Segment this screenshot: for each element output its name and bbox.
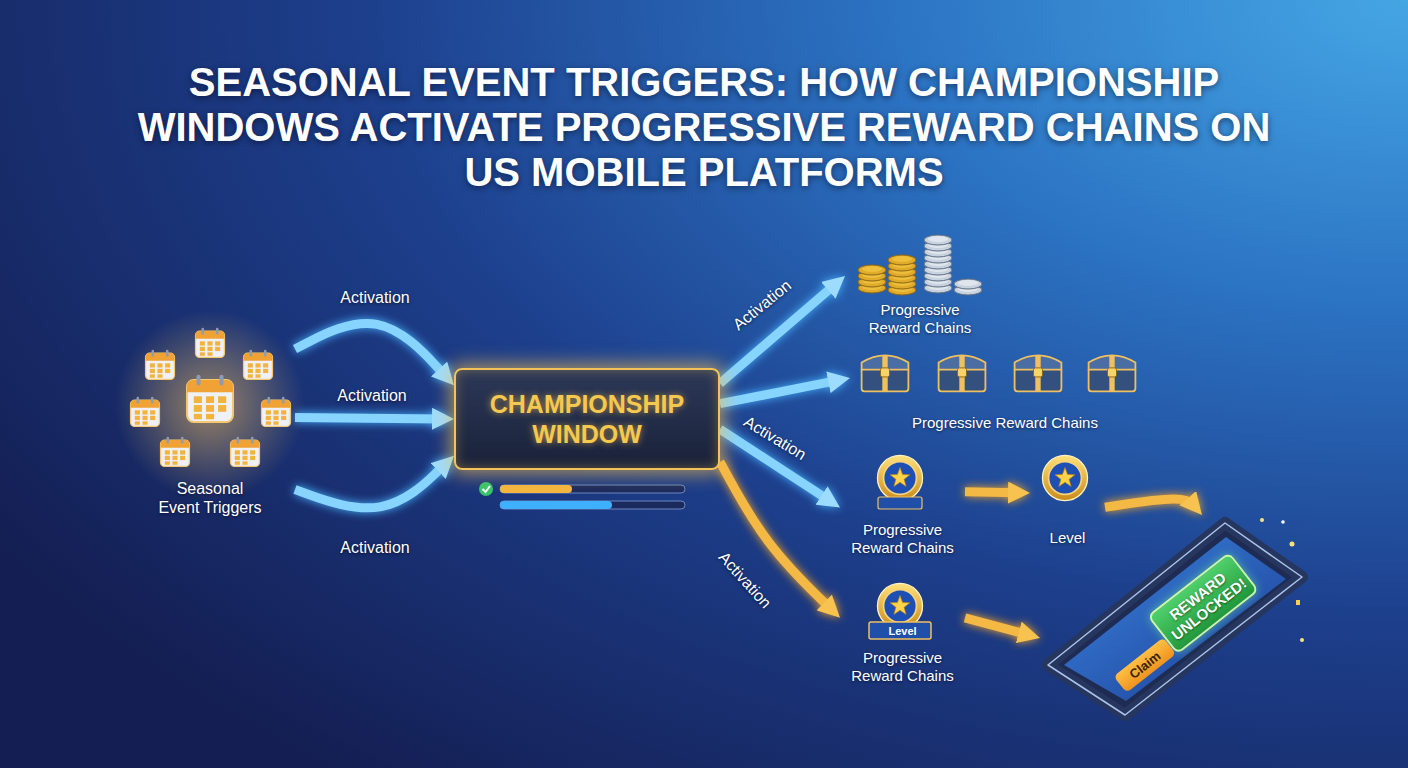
level-medals xyxy=(878,497,922,509)
flow-arrow xyxy=(295,463,446,508)
node-label: Progressive Reward Chains xyxy=(845,521,960,560)
progress-bars xyxy=(500,485,685,493)
trigger-cluster: Seasonal Event Triggers xyxy=(125,330,295,520)
flow-arrow xyxy=(295,417,443,418)
node-label: Level xyxy=(1050,529,1086,550)
calendar-cluster xyxy=(115,310,305,500)
text-wrap: Level xyxy=(1050,529,1086,550)
edge-label-wrap: Activation xyxy=(340,288,409,307)
flow-arrow xyxy=(1105,499,1195,507)
edge-label: Activation xyxy=(337,386,406,405)
level-medals xyxy=(1042,455,1087,500)
calendar-cluster xyxy=(196,328,225,358)
confetti xyxy=(1281,520,1285,524)
node-label: CHAMPIONSHIP WINDOW xyxy=(456,389,718,449)
text-wrap: Level xyxy=(888,624,916,638)
level-medals xyxy=(877,455,922,500)
phone-screen xyxy=(1064,537,1286,701)
flow-arrow xyxy=(965,618,1029,635)
node-label: Progressive Reward Chains xyxy=(912,414,1098,435)
text-wrap: Seasonal Event Triggers xyxy=(156,479,264,520)
calendar-cluster xyxy=(146,350,175,380)
coin-stacks xyxy=(858,235,982,295)
coin-stacks xyxy=(858,265,886,275)
flow-arrow xyxy=(295,323,447,377)
edge-label: Activation xyxy=(740,412,809,464)
connectors xyxy=(295,283,1195,635)
reward-node: Progressive Reward Chains xyxy=(840,455,965,560)
level-medals xyxy=(869,622,931,639)
reward-node: Progressive Reward Chains xyxy=(850,340,1160,435)
confetti xyxy=(1300,638,1304,642)
treasure-chests xyxy=(862,355,909,391)
node-label: Level xyxy=(888,624,916,638)
progress-bars xyxy=(500,485,572,493)
progress-bars xyxy=(500,501,685,509)
calendar-cluster xyxy=(161,437,190,467)
flow-arrow xyxy=(720,380,839,404)
title-block: SEASONAL EVENT TRIGGERS: HOW CHAMPIONSHI… xyxy=(110,60,1298,195)
phone-body xyxy=(1048,523,1302,715)
edge-label-wrap: Activation xyxy=(337,386,406,405)
reward-node: LevelProgressive Reward Chains xyxy=(840,580,965,688)
phone-node: REWARD UNLOCKED!Claim xyxy=(1040,515,1310,720)
treasure-chests xyxy=(862,355,1136,391)
treasure-chests xyxy=(1015,355,1062,391)
calendar-cluster xyxy=(115,310,305,500)
level-node: Level xyxy=(1030,455,1105,550)
calendar-cluster xyxy=(187,375,233,422)
confetti xyxy=(1296,600,1300,605)
confetti xyxy=(1260,518,1264,522)
progress-bars xyxy=(483,486,491,492)
coin-stacks xyxy=(888,255,916,265)
edge-label: Activation xyxy=(340,538,409,557)
text-wrap: Progressive Reward Chains xyxy=(912,414,1098,435)
flow-arrow xyxy=(965,492,1019,493)
node-label: Seasonal Event Triggers xyxy=(156,479,264,520)
text-wrap: Progressive Reward Chains xyxy=(845,521,960,560)
edge-label-wrap: Activation xyxy=(715,548,776,612)
progress-bars xyxy=(479,482,685,509)
treasure-chests xyxy=(939,355,986,391)
coin-stacks xyxy=(924,235,952,245)
node-sublabel: Progressive Reward Chains xyxy=(845,649,960,688)
progress-bars xyxy=(479,482,493,496)
calendar-cluster xyxy=(262,397,291,427)
edge-label-wrap: Activation xyxy=(340,538,409,557)
title: SEASONAL EVENT TRIGGERS: HOW CHAMPIONSHI… xyxy=(110,60,1298,195)
text-wrap: CHAMPIONSHIP WINDOW xyxy=(456,389,718,449)
treasure-chests xyxy=(1089,355,1136,391)
flow-arrow xyxy=(720,462,832,610)
calendar-cluster xyxy=(131,397,160,427)
championship-box: CHAMPIONSHIP WINDOW xyxy=(454,368,720,470)
edge-label: Activation xyxy=(715,548,776,612)
confetti xyxy=(1290,542,1295,547)
calendar-cluster xyxy=(231,437,260,467)
progress-bars xyxy=(500,501,612,509)
phone-edge xyxy=(1048,523,1302,715)
node-label: Progressive Reward Chains xyxy=(863,301,978,340)
calendar-cluster xyxy=(244,350,273,380)
reward-node: Progressive Reward Chains xyxy=(845,212,995,340)
coin-stacks xyxy=(954,279,982,289)
text-wrap: Progressive Reward Chains xyxy=(845,649,960,688)
edge-label: Activation xyxy=(340,288,409,307)
text-wrap: Progressive Reward Chains xyxy=(863,301,978,340)
edge-label-wrap: Activation xyxy=(740,412,809,464)
